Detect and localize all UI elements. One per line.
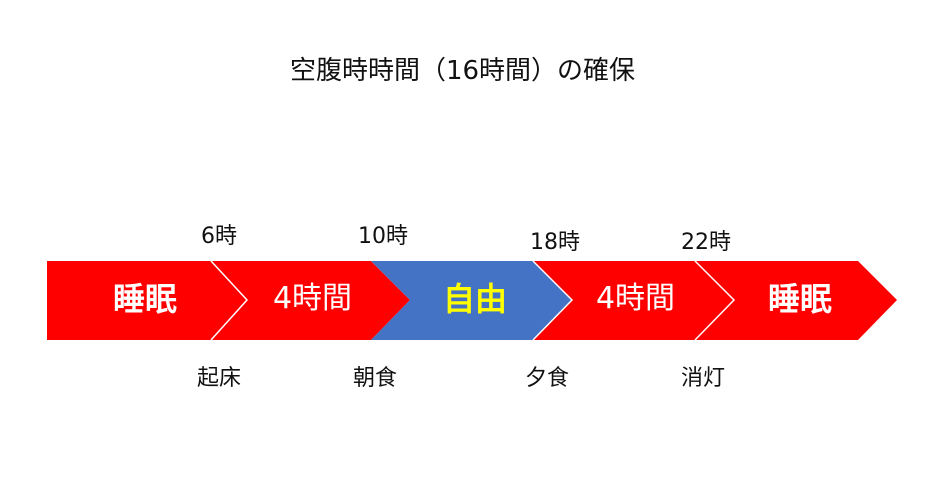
chevron-divider-2 — [532, 260, 574, 341]
segment-label-4h-morning: 4時間 — [272, 281, 353, 316]
event-label-wake: 起床 — [196, 366, 241, 391]
chevron-divider-1 — [210, 260, 249, 341]
time-label-18: 18時 — [530, 230, 580, 255]
event-label-breakfast: 朝食 — [352, 366, 397, 391]
time-label-6: 6時 — [201, 224, 237, 249]
event-label-dinner: 夕食 — [524, 366, 569, 391]
time-label-22: 22時 — [681, 230, 731, 255]
segment-label-sleep-night: 睡眠 — [767, 280, 832, 318]
diagram-title: 空腹時時間（16時間）の確保 — [289, 56, 636, 86]
chevron-divider-3 — [694, 260, 736, 341]
segment-label-4h-evening: 4時間 — [595, 281, 676, 316]
segment-sleep-night — [695, 261, 897, 340]
segment-label-sleep-morning: 睡眠 — [112, 280, 177, 318]
segment-4h-morning — [211, 261, 410, 340]
segment-free — [371, 261, 572, 340]
segment-4h-evening — [533, 261, 734, 340]
event-label-lights-out: 消灯 — [680, 366, 725, 391]
time-label-10: 10時 — [358, 224, 408, 249]
segment-sleep-morning — [47, 261, 247, 340]
segment-label-free: 自由 — [442, 280, 507, 318]
